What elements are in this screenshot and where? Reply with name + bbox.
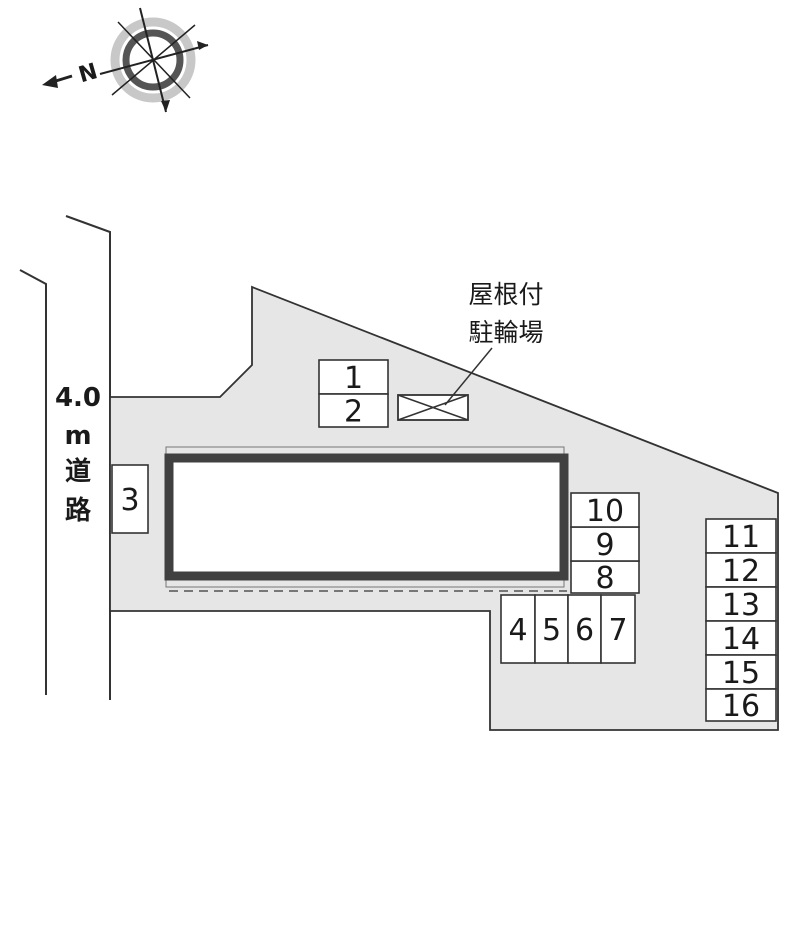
bike-parking: 屋根付 駐輪場 xyxy=(397,280,544,421)
parking-space-12 xyxy=(705,552,777,588)
parking-space-3 xyxy=(111,464,149,534)
parking-space-10 xyxy=(570,492,640,528)
parking-space-label-3: 3 xyxy=(120,483,139,518)
road-name-char-2: 路 xyxy=(65,495,92,526)
parking-space-label-5: 5 xyxy=(542,613,561,648)
parking-space-6 xyxy=(567,594,602,664)
parking-space-label-11: 11 xyxy=(722,520,760,555)
parking-space-label-16: 16 xyxy=(722,689,760,724)
parking-space-label-6: 6 xyxy=(575,613,594,648)
parking-space-label-2: 2 xyxy=(344,395,363,430)
parking-space-label-10: 10 xyxy=(586,494,624,529)
road-width-label: 4.0 xyxy=(55,383,101,413)
bike-parking-label-line2: 駐輪場 xyxy=(468,318,543,347)
parking-space-label-15: 15 xyxy=(722,656,760,691)
parking-space-7 xyxy=(600,594,636,664)
parking-space-14 xyxy=(705,620,777,656)
parking-space-11 xyxy=(705,518,777,554)
parking-space-label-8: 8 xyxy=(595,561,614,596)
parking-space-13 xyxy=(705,586,777,622)
parking-space-2 xyxy=(318,393,389,428)
parking-space-1 xyxy=(318,359,389,395)
parking-space-label-4: 4 xyxy=(508,613,527,648)
parking-space-label-1: 1 xyxy=(344,361,363,396)
parking-space-4 xyxy=(500,594,536,664)
building xyxy=(164,446,569,592)
road-unit-label: m xyxy=(64,421,91,451)
bike-parking-label-line1: 屋根付 xyxy=(468,280,543,309)
parking-space-15 xyxy=(705,654,777,690)
north-arrow-compass-icon: N xyxy=(42,7,209,113)
parking-space-label-9: 9 xyxy=(595,528,614,563)
parking-space-16 xyxy=(705,688,777,722)
parking-space-8 xyxy=(570,560,640,594)
parking-space-label-12: 12 xyxy=(722,554,760,589)
parking-space-5 xyxy=(534,594,569,664)
north-label: N xyxy=(76,59,101,88)
parking-space-label-14: 14 xyxy=(722,622,760,657)
parking-space-label-13: 13 xyxy=(722,588,760,623)
road-name-char-1: 道 xyxy=(65,456,91,487)
parking-space-label-7: 7 xyxy=(608,613,627,648)
